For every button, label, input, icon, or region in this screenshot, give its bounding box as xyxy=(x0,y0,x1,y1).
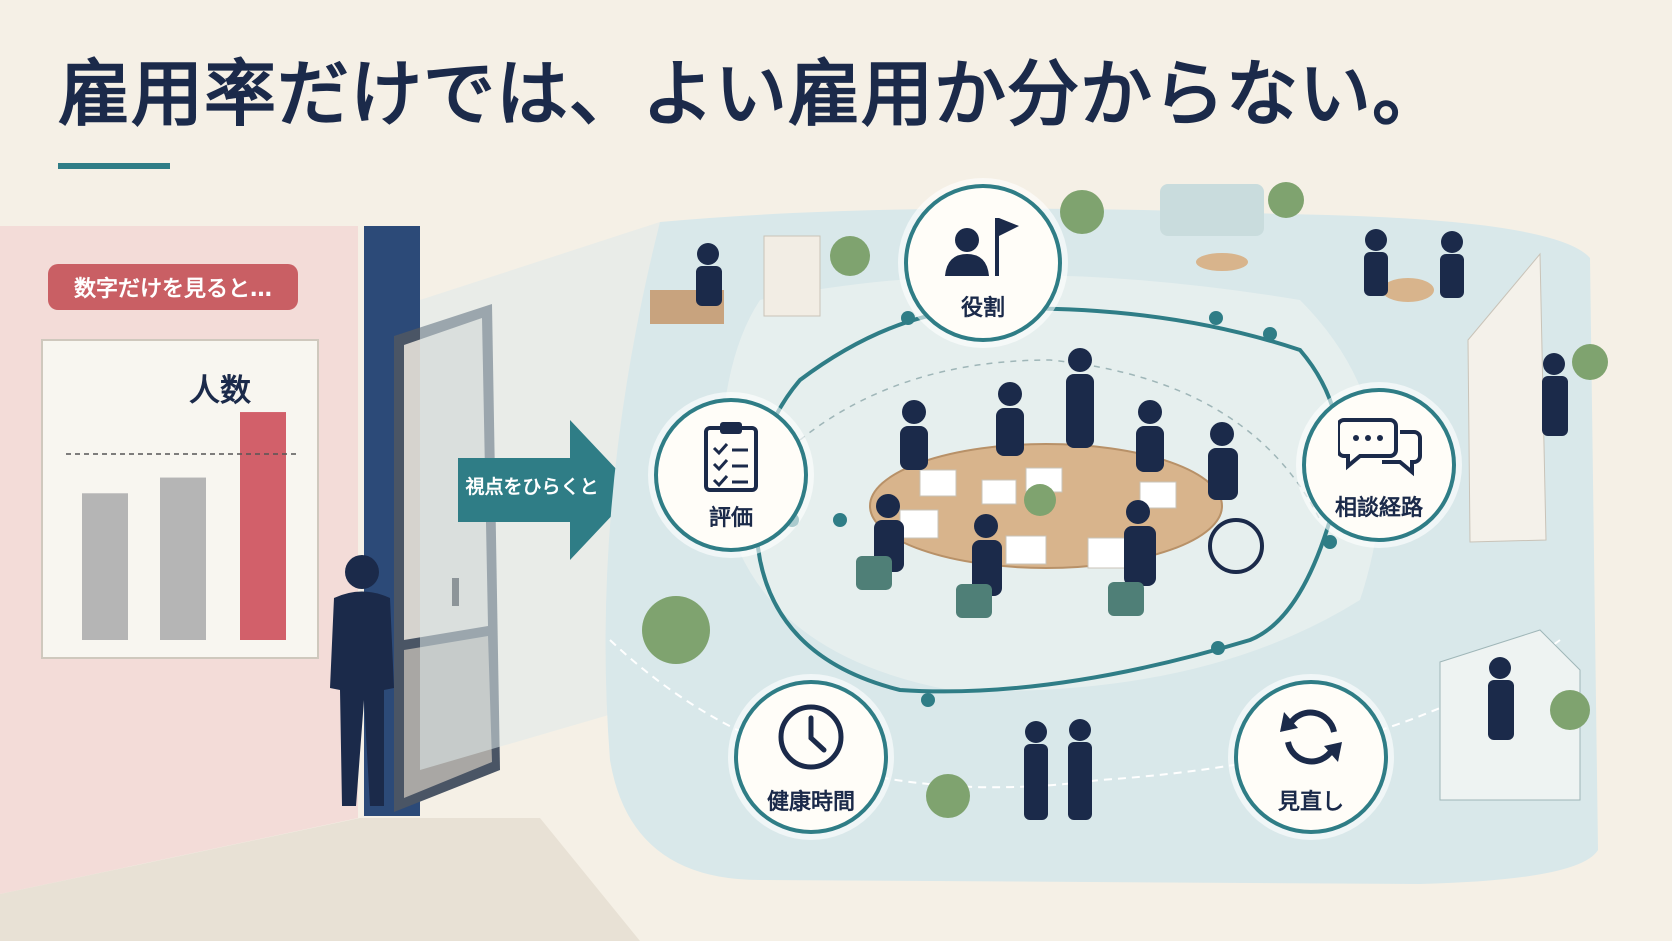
walking-people xyxy=(1024,719,1092,820)
node-health-time-label: 健康時間 xyxy=(766,790,855,815)
node-health-time: 健康時間 xyxy=(734,680,888,834)
plants xyxy=(642,182,1608,818)
refresh-cycle-icon xyxy=(1280,709,1342,765)
coffee-table xyxy=(1196,253,1248,271)
round-table-top-right xyxy=(1382,278,1434,302)
node-consultation-label: 相談経路 xyxy=(1334,496,1423,521)
bar-chart xyxy=(82,412,286,640)
node-review-label: 見直し xyxy=(1277,790,1344,815)
chart-bar xyxy=(160,477,206,640)
speech-bubbles-icon xyxy=(1338,418,1422,477)
table-papers xyxy=(899,467,1177,569)
node-consultation: 相談経路 xyxy=(1302,388,1456,542)
chart-bar xyxy=(82,493,128,640)
clipboard-checklist-icon xyxy=(704,422,758,492)
chart-title: 人数 xyxy=(189,373,251,409)
page-title: 雇用率だけでは、よい雇用か分からない。 xyxy=(58,51,1446,136)
node-role-label: 役割 xyxy=(960,296,1005,321)
node-evaluation-label: 評価 xyxy=(708,506,753,531)
node-evaluation: 評価 xyxy=(654,398,808,552)
chatting-people xyxy=(1364,229,1464,298)
booth-worker xyxy=(1489,657,1511,679)
dashed-guide xyxy=(799,359,1321,521)
table-plant xyxy=(1024,484,1056,516)
person-flag-icon xyxy=(945,218,1019,276)
sofa xyxy=(1160,184,1264,236)
office-chairs xyxy=(856,556,1144,618)
arrow-label: 視点をひらくと xyxy=(465,476,599,498)
wheelchair-wheel xyxy=(1208,518,1264,574)
numbers-only-badge: 数字だけを見ると… xyxy=(48,264,298,310)
node-role: 役割 xyxy=(904,184,1062,342)
chart-bar xyxy=(240,412,286,640)
title-underline xyxy=(58,163,170,169)
board-panel xyxy=(1467,252,1547,543)
clock-icon xyxy=(778,704,844,770)
board-presenter xyxy=(1543,353,1565,375)
meeting-people xyxy=(874,348,1238,596)
worker-top-left xyxy=(697,243,719,265)
standing-person-figure xyxy=(330,555,394,806)
node-review: 見直し xyxy=(1234,680,1388,834)
transition-arrow xyxy=(458,420,636,560)
bookshelf xyxy=(763,235,821,317)
floor-shadow xyxy=(0,818,640,941)
